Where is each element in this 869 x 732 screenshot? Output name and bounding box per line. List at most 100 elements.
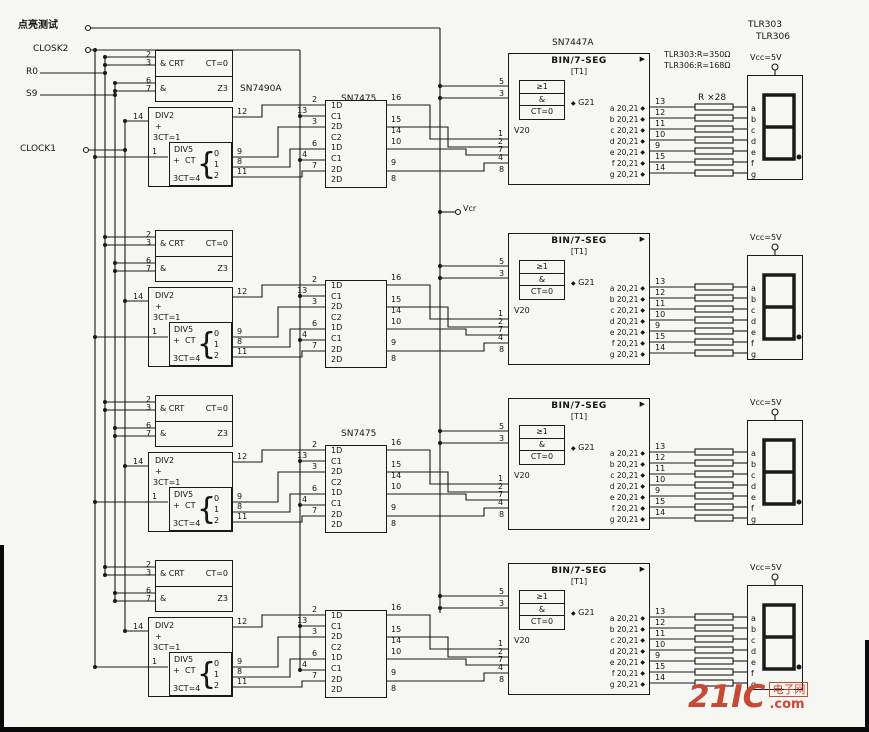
pin-label: 6 (146, 421, 152, 430)
decoder-output: c 20,21◆ (610, 126, 645, 135)
div2-label: DIV2 (155, 111, 175, 120)
pin-label: 8 (391, 684, 397, 693)
div5-label: DIV5 (174, 490, 194, 499)
pin-label: 14 (133, 457, 144, 466)
pin-label: 8 (499, 675, 505, 684)
counter-divider-block: DIV2 + 3CT=1 DIV5 + CT { 0 1 2 3CT=4 (148, 452, 233, 532)
pin-label: 4 (498, 498, 504, 507)
decoder-output: b 20,21◆ (609, 295, 645, 304)
brace-glyph: { (197, 492, 217, 527)
pin-label: 12 (237, 287, 248, 296)
ct4-label: 3CT=4 (173, 354, 201, 363)
plus-label: + (155, 632, 162, 641)
label-vcr: Vcr (463, 204, 477, 213)
ct4-label: 3CT=4 (173, 174, 201, 183)
latch-cell: 1D (331, 446, 343, 455)
segment-label: c (751, 126, 756, 135)
seven-segment-display: a b c d e f g (747, 75, 803, 180)
diamond-icon: ◆ (571, 610, 576, 617)
diamond-icon: ◆ (571, 445, 576, 452)
label-tlr306: TLR306 (756, 32, 790, 42)
scan-border-left (0, 545, 4, 732)
pin-label: 14 (133, 622, 144, 631)
decoder-output: b 20,21◆ (609, 460, 645, 469)
segment-label: c (751, 636, 756, 645)
pin-label: 7 (146, 84, 152, 93)
polarity-icon: ◆ (640, 296, 645, 303)
pin-label: 10 (655, 130, 666, 139)
polarity-icon: ◆ (640, 351, 645, 358)
pin-label: 13 (297, 106, 308, 115)
pin-label: 12 (655, 453, 666, 462)
g21-label: ◆ G21 (571, 608, 595, 617)
plus-label: + (173, 156, 180, 165)
latch-cell: C2 (331, 477, 342, 487)
pin-label: 7 (498, 655, 504, 664)
segment-label: d (751, 647, 757, 656)
decoder-output: a 20,21◆ (609, 284, 645, 293)
decoder-block: BIN/7-SEG ▶ [T1] ≥1 & CT=0 ◆ G21 V20 a 2… (508, 398, 650, 530)
digit-channel: & CRT CT=0 & Z3 2 3 6 7 DIV2 + 3CT=1 DIV… (0, 45, 869, 225)
counter-control-block: & CRT CT=0 & Z3 (155, 230, 233, 282)
segment-label: a (751, 614, 756, 623)
pin-label: 2 (146, 230, 152, 239)
latch-cell: 1D (331, 101, 343, 110)
latch-cell: C2 (331, 132, 342, 142)
decoder-output: f 20,21◆ (611, 339, 645, 348)
pin-label: 2 (498, 482, 504, 491)
decoder-output: a 20,21◆ (609, 449, 645, 458)
q-label: 1 (214, 160, 220, 169)
segment-label: g (751, 350, 757, 359)
ct-label: CT (185, 666, 196, 675)
pin-label: 9 (655, 651, 661, 660)
polarity-icon: ◆ (640, 171, 645, 178)
decoder-output: c 20,21◆ (610, 306, 645, 315)
pin-label: 11 (237, 512, 248, 521)
segment-label: g (751, 170, 757, 179)
polarity-icon: ◆ (640, 615, 645, 622)
g21-label: ◆ G21 (571, 278, 595, 287)
vcc-label: Vcc=5V (750, 398, 782, 407)
pin-label: 11 (655, 629, 666, 638)
pin-label: 3 (312, 297, 318, 306)
and-crt-label: & CRT (160, 403, 185, 413)
pin-label: 11 (237, 347, 248, 356)
digit-channel: & CRT CT=0 & Z3 2 3 6 7 DIV2 + 3CT=1 DIV… (0, 225, 869, 405)
v20-label: V20 (514, 126, 530, 135)
decoder-output: d 20,21◆ (609, 647, 645, 656)
decoder-output: d 20,21◆ (609, 317, 645, 326)
decoder-tag: [T1] (570, 247, 588, 256)
triangle-icon: ▶ (639, 400, 645, 408)
decoder-output: c 20,21◆ (610, 636, 645, 645)
decoder-block: BIN/7-SEG ▶ [T1] ≥1 & CT=0 ◆ G21 V20 a 2… (508, 563, 650, 695)
z3-label: Z3 (217, 593, 228, 603)
decoder-title: BIN/7-SEG (551, 56, 607, 66)
z3-label: Z3 (217, 83, 228, 93)
v20-label: V20 (514, 471, 530, 480)
pin-label: 8 (499, 165, 505, 174)
ct4-label: 3CT=4 (173, 519, 201, 528)
decoder-gate-box: ≥1 & CT=0 (519, 80, 565, 120)
pin-label: 11 (655, 464, 666, 473)
q-label: 0 (214, 329, 220, 338)
polarity-icon: ◆ (640, 472, 645, 479)
or-gate-label: ≥1 (520, 591, 564, 604)
label-lamp-test: 点亮测试 (18, 20, 58, 31)
pin-label: 16 (391, 603, 402, 612)
channel-wires (93, 55, 802, 178)
pin-label: 9 (237, 327, 243, 336)
label-sn7475-mid: SN7475 (341, 429, 377, 439)
counter-divider-block: DIV2 + 3CT=1 DIV5 + CT { 0 1 2 3CT=4 (148, 287, 233, 367)
pin-label: 4 (302, 150, 308, 159)
pin-label: 14 (391, 471, 402, 480)
plus-label: + (155, 122, 162, 131)
pin-label: 2 (312, 605, 318, 614)
and-label: & (160, 428, 167, 438)
q-label: 2 (214, 681, 220, 690)
q-label: 0 (214, 494, 220, 503)
div5-label: DIV5 (174, 145, 194, 154)
pin-label: 3 (146, 568, 152, 577)
watermark-com: .com (769, 697, 805, 712)
pin-label: 10 (391, 647, 402, 656)
latch-cell: C1 (331, 498, 342, 508)
